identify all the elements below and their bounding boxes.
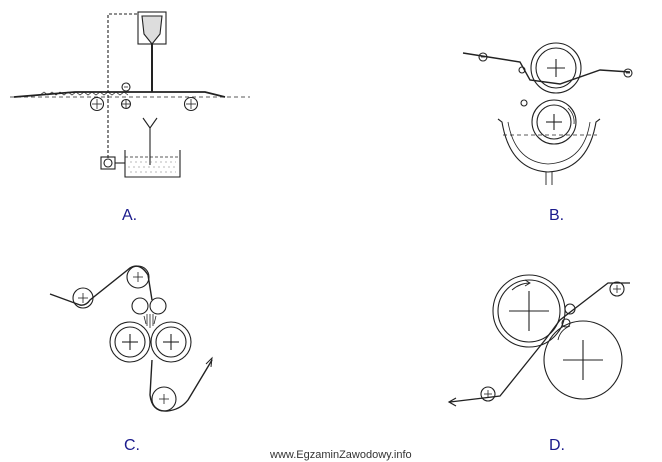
guide-roll-right-b (623, 68, 633, 78)
guide-roll-left-d (480, 386, 496, 402)
dashed-control-line (107, 13, 138, 158)
small-roll-d2 (561, 318, 571, 328)
small-roller-c1 (131, 297, 149, 315)
guide-roll-right-d (609, 281, 625, 297)
label-d: D. (549, 437, 565, 454)
rotation-arrow-d-upper (511, 282, 531, 291)
guide-roll-left-c (72, 287, 94, 309)
drip-funnel (142, 117, 158, 129)
web-strip-c (49, 265, 153, 306)
label-c: C. (124, 437, 140, 454)
applicator-flow-c (143, 314, 157, 328)
site-credit: www.EgzaminZawodowy.info (270, 449, 412, 461)
panel-b (462, 42, 633, 185)
label-b: B. (549, 207, 565, 224)
small-roller-c2 (149, 297, 167, 315)
roller-right (183, 96, 199, 112)
web-texture (39, 91, 129, 96)
small-roll-b1 (518, 66, 526, 74)
tank-liquid-hatching (128, 161, 178, 173)
web-strip-b (462, 52, 631, 85)
large-roller-d-lower (543, 320, 623, 400)
bottom-roll-c (151, 386, 177, 412)
rotation-arrow-b (567, 107, 575, 125)
roller-middle (120, 98, 132, 110)
small-roll-b2 (520, 99, 528, 107)
web-strip-d (449, 282, 630, 403)
roller-left (89, 96, 105, 112)
coating-bath-b (497, 118, 601, 173)
big-roller-c-left (109, 321, 151, 363)
upper-roller-b (530, 42, 582, 94)
big-roller-c-right (150, 321, 192, 363)
panel-c (49, 265, 213, 412)
liquid-tank (124, 150, 181, 178)
bath-drain-b (545, 172, 553, 185)
panel-d (447, 274, 630, 407)
web-arrow-d (447, 397, 457, 407)
panel-a (10, 11, 250, 178)
guide-roll-top-c (126, 265, 150, 289)
pump-rotor (103, 158, 113, 168)
hopper-funnel (141, 15, 163, 45)
web-substrate (13, 91, 226, 98)
web-arrow-c (205, 356, 213, 368)
guide-roll-left-b (478, 52, 488, 62)
label-a: A. (122, 207, 138, 224)
lower-roller-b (531, 99, 577, 145)
top-small-roll (121, 82, 131, 92)
